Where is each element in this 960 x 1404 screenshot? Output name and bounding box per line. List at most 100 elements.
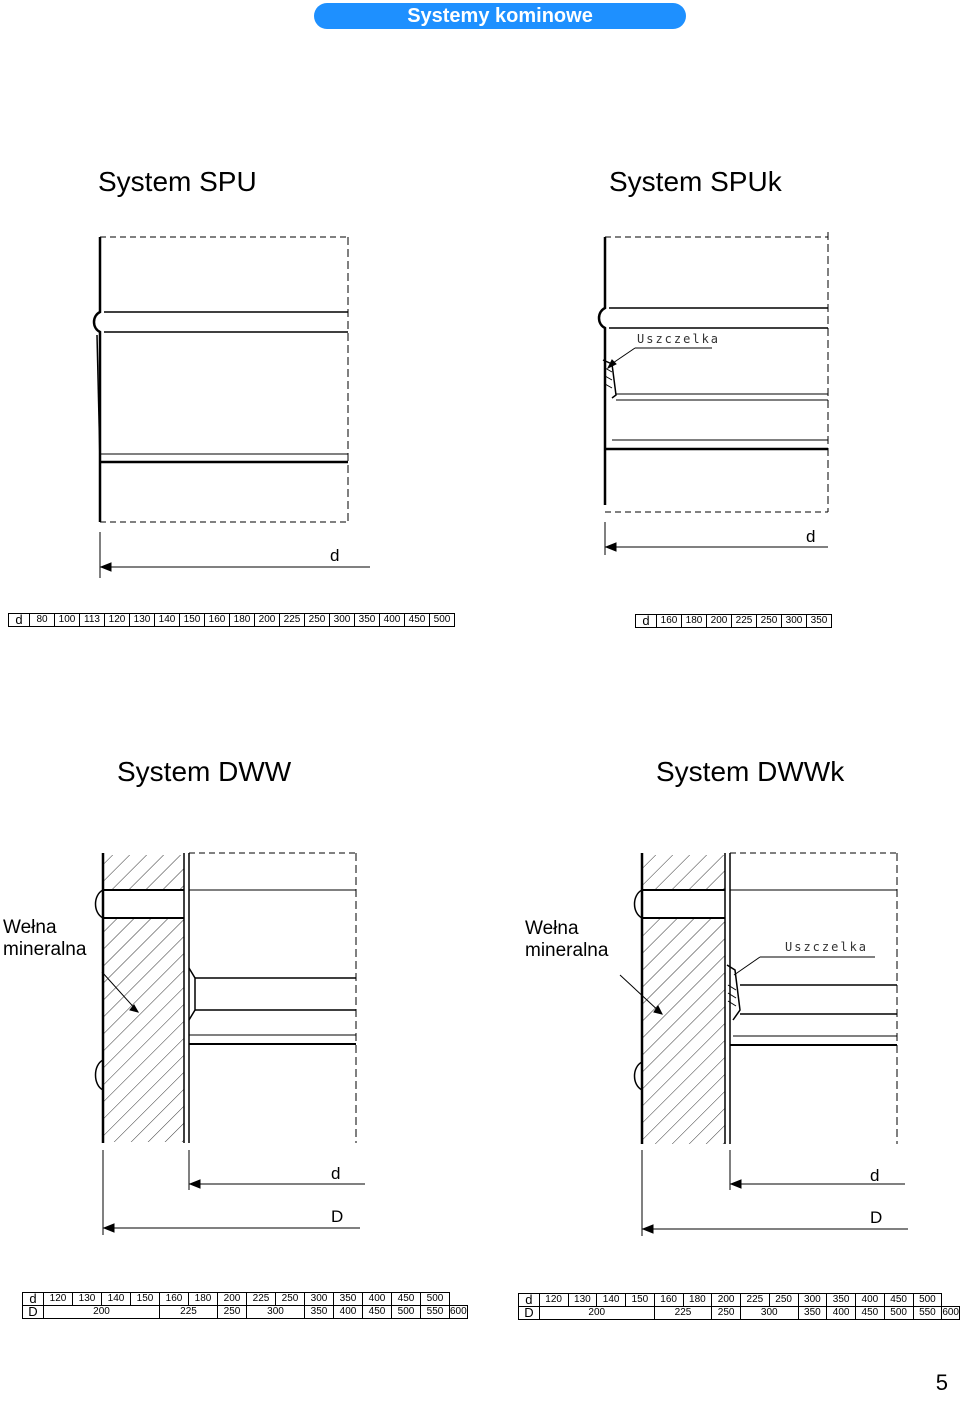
table-cell-D: 600 bbox=[941, 1306, 960, 1320]
table-cell-d: 400 bbox=[362, 1292, 392, 1306]
table-cell-d: 300 bbox=[797, 1293, 828, 1307]
table-cell-d: 80 bbox=[29, 613, 55, 627]
table-cell-d: 225 bbox=[279, 613, 305, 627]
table-cell-D: 450 bbox=[855, 1306, 885, 1320]
table-cell-D: 300 bbox=[740, 1306, 799, 1320]
table-cell-d: 160 bbox=[204, 613, 230, 627]
table-cell-d: 200 bbox=[217, 1292, 247, 1306]
table-cell-d: 225 bbox=[246, 1292, 276, 1306]
title-spuk: System SPUk bbox=[609, 166, 782, 197]
table-cell-d: 150 bbox=[130, 1292, 160, 1306]
table-cell-d: 400 bbox=[855, 1293, 885, 1307]
title-dww: System DWW bbox=[117, 756, 292, 787]
table-cell-d: 200 bbox=[711, 1293, 742, 1307]
dww-wool-label-2: mineralna bbox=[3, 939, 87, 960]
table-cell-D: 600 bbox=[449, 1305, 468, 1319]
table-cell-D: 350 bbox=[304, 1305, 334, 1319]
table-cell-d: 225 bbox=[740, 1293, 770, 1307]
table-cell-d: 130 bbox=[567, 1293, 598, 1307]
table-cell-d: 140 bbox=[154, 613, 180, 627]
table-cell-d: 120 bbox=[104, 613, 130, 627]
table-cell-D: 500 bbox=[883, 1306, 914, 1320]
title-spu: System SPU bbox=[98, 166, 257, 197]
section-banner: Systemy kominowe bbox=[314, 3, 686, 29]
table-cell-d: 500 bbox=[912, 1293, 943, 1307]
dww-d-label: d bbox=[331, 1164, 341, 1183]
table-cell-d: 300 bbox=[329, 613, 355, 627]
table-cell-d: 113 bbox=[79, 613, 105, 627]
spu-d-label: d bbox=[330, 546, 340, 565]
table-cell-d: 140 bbox=[596, 1293, 627, 1307]
drawing-dww bbox=[94, 852, 365, 1235]
table-cell-d: 500 bbox=[420, 1292, 450, 1306]
table-cell-d: 160 bbox=[159, 1292, 189, 1306]
table-cell-d: 130 bbox=[72, 1292, 102, 1306]
spuk-d-label: d bbox=[806, 527, 816, 546]
dww-D-label: D bbox=[331, 1207, 344, 1226]
table-cell-d: 180 bbox=[229, 613, 255, 627]
dww-wool-label-1: Wełna bbox=[3, 917, 57, 938]
table-cell-d: 150 bbox=[625, 1293, 655, 1307]
table-cell-D: 500 bbox=[391, 1305, 421, 1319]
dwwk-seal-label: Uszczelka bbox=[785, 940, 869, 954]
table-cell-D: 300 bbox=[246, 1305, 305, 1319]
table-cell-d: 160 bbox=[653, 1293, 684, 1307]
table-cell-d: 225 bbox=[731, 614, 757, 628]
page-number: 5 bbox=[935, 1370, 948, 1395]
table-cell-d: 250 bbox=[756, 614, 782, 628]
table-cell-d: 250 bbox=[768, 1293, 799, 1307]
table-cell-D: 550 bbox=[912, 1306, 943, 1320]
table-cell-D: 250 bbox=[217, 1305, 247, 1319]
table-header-D: D bbox=[518, 1306, 540, 1320]
table-cell-d: 400 bbox=[379, 613, 405, 627]
table-cell-D: 350 bbox=[797, 1306, 828, 1320]
table-cell-D: 200 bbox=[43, 1305, 160, 1319]
table-cell-D: 250 bbox=[711, 1306, 742, 1320]
table-cell-d: 120 bbox=[43, 1292, 73, 1306]
table-header-D: D bbox=[22, 1305, 44, 1319]
table-cell-D: 225 bbox=[159, 1305, 218, 1319]
table-cell-d: 300 bbox=[304, 1292, 334, 1306]
table-cell-D: 400 bbox=[826, 1306, 857, 1320]
drawing-spuk bbox=[597, 232, 829, 555]
title-dwwk: System DWWk bbox=[656, 756, 845, 787]
table-cell-d: 250 bbox=[304, 613, 330, 627]
table-cell-d: 180 bbox=[682, 1293, 713, 1307]
table-cell-d: 160 bbox=[656, 614, 682, 628]
table-cell-D: 200 bbox=[538, 1306, 655, 1320]
table-cell-d: 350 bbox=[826, 1293, 857, 1307]
dwwk-d-label: d bbox=[870, 1166, 880, 1185]
table-cell-d: 180 bbox=[681, 614, 707, 628]
drawing-spu bbox=[92, 236, 370, 578]
table-cell-D: 400 bbox=[333, 1305, 363, 1319]
table-cell-d: 130 bbox=[129, 613, 155, 627]
table-cell-d: 250 bbox=[275, 1292, 305, 1306]
dwwk-wool-label-1: Wełna bbox=[525, 918, 579, 939]
dwwk-wool-label-2: mineralna bbox=[525, 940, 609, 961]
table-cell-d: 180 bbox=[188, 1292, 218, 1306]
table-cell-D: 225 bbox=[653, 1306, 713, 1320]
table-cell-d: 500 bbox=[429, 613, 455, 627]
dwwk-D-label: D bbox=[870, 1208, 883, 1227]
table-header-d: d bbox=[635, 614, 657, 628]
table-cell-d: 350 bbox=[806, 614, 832, 628]
table-cell-d: 300 bbox=[781, 614, 807, 628]
table-cell-d: 450 bbox=[883, 1293, 914, 1307]
table-cell-d: 350 bbox=[354, 613, 380, 627]
table-cell-d: 120 bbox=[538, 1293, 569, 1307]
table-header-d: d bbox=[8, 613, 30, 627]
table-cell-d: 450 bbox=[404, 613, 430, 627]
table-cell-d: 200 bbox=[254, 613, 280, 627]
drawing-dwwk bbox=[619, 852, 908, 1236]
table-cell-d: 200 bbox=[706, 614, 732, 628]
